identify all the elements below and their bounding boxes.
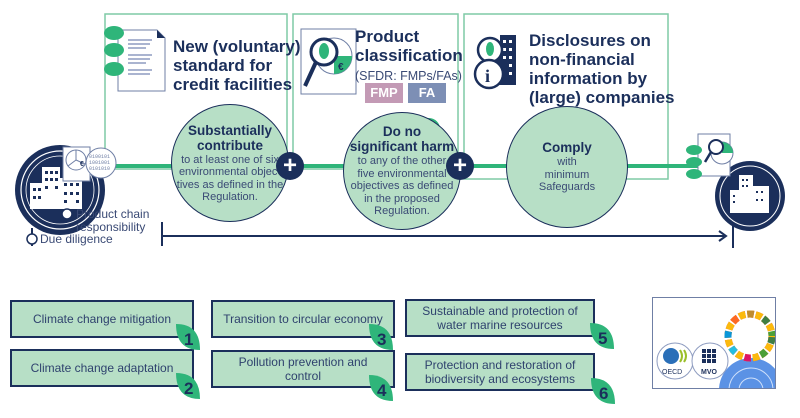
objective-number: 5	[598, 329, 608, 348]
objective-6: Protection and restoration of biodiversi…	[405, 353, 595, 391]
leaf-icon	[369, 375, 393, 401]
svg-text:€: €	[80, 161, 84, 168]
objective-3: Transition to circular economy	[211, 300, 395, 338]
criterion-do-no-significant-harm: Do no significant harm to any of the oth…	[343, 112, 461, 230]
leaf-icon	[369, 324, 393, 350]
criterion-title: significant harm	[349, 139, 455, 155]
report-pie-icon: €	[62, 146, 91, 182]
objective-leaf-4: 4	[367, 373, 395, 403]
objective-leaf-1: 1	[174, 322, 202, 352]
end-report-magnifier-icon	[697, 133, 734, 177]
objective-4: Pollution prevention and control	[211, 350, 395, 388]
criterion-title: contribute	[197, 137, 263, 153]
plus-operator-2: +	[446, 152, 474, 180]
objective-2: Climate change adaptation	[10, 349, 194, 387]
binary-globe-icon: 0100101 1001001 0101010	[85, 147, 117, 179]
objective-leaf-2: 2	[174, 371, 202, 401]
column-3-title: Disclosures on non-financial information…	[529, 31, 675, 107]
criterion-description-line: objectives as defined	[350, 180, 454, 193]
column-1-title-line: standard for	[173, 56, 273, 75]
criterion-description-line: to at least one of six	[181, 153, 279, 166]
column-3-title-line: non-financial	[529, 50, 635, 69]
un-emblem-icon	[719, 358, 775, 388]
due-diligence-label: Due diligence	[40, 232, 113, 246]
criterion-description-line: environmental objec-	[178, 166, 282, 178]
criterion-title: Substantially	[187, 122, 273, 138]
tag-fa: FA	[408, 83, 446, 103]
leaf-icon	[176, 373, 200, 399]
svg-text:0101010: 0101010	[89, 166, 110, 172]
criterion-substantially-contribute: Substantially contribute to at least one…	[171, 104, 289, 222]
end-leaves-icon	[686, 145, 702, 179]
svg-text:0100101: 0100101	[89, 154, 110, 160]
column-3-title-line: (large) companies	[529, 88, 675, 107]
svg-text:€: €	[338, 62, 344, 73]
column-2-title-line: Product	[355, 27, 420, 46]
svg-text:i: i	[485, 66, 490, 86]
column-3-title-line: Disclosures on	[529, 31, 651, 50]
magnifier-report-icon: €	[300, 28, 357, 95]
objective-5: Sustainable and protection of water mari…	[405, 299, 595, 337]
criterion-description: to any of the other five environmental o…	[351, 155, 454, 218]
criterion-description-line: minimum	[544, 168, 590, 181]
objective-number: 2	[184, 379, 194, 398]
end-building-badge	[715, 161, 785, 231]
leaf-icon	[590, 323, 614, 349]
column-1-title-line: credit facilities	[173, 75, 293, 94]
criterion-description-line: with	[557, 156, 577, 169]
objective-number: 3	[377, 330, 387, 349]
leaf-icon	[176, 324, 200, 350]
column-3-title-line: information by	[529, 69, 648, 88]
product-chain-node	[61, 208, 73, 220]
objective-number: 6	[599, 384, 609, 403]
product-chain-label-line: Product chain	[76, 207, 150, 221]
criterion-description-line: tives as defined in the	[176, 178, 284, 191]
tag-fmp: FMP	[365, 83, 403, 103]
criterion-description-line: Safeguards	[538, 181, 596, 194]
objective-leaf-6: 6	[589, 376, 617, 406]
product-chain-label: Product chain responsibility	[76, 208, 149, 234]
timeline-arrowhead	[718, 230, 728, 242]
column-2-subtitle: (SFDR: FMPs/FAs)	[355, 69, 462, 83]
plus-operator-1: +	[276, 152, 304, 180]
info-buildings-icon: i	[473, 35, 516, 90]
document-leaves-icon	[104, 26, 166, 92]
criterion-description-line: to any of the other	[357, 155, 447, 168]
objective-leaf-5: 5	[588, 321, 616, 351]
objective-1: Climate change mitigation	[10, 300, 194, 338]
standards-logos: OECD MVO	[652, 297, 776, 389]
criterion-description: with minimum Safeguards	[539, 156, 595, 194]
objective-leaf-3: 3	[367, 322, 395, 352]
criterion-title: Do no	[382, 124, 422, 140]
criterion-description: to at least one of six environmental obj…	[177, 154, 283, 204]
objective-number: 4	[377, 381, 387, 400]
sdg-wheel-icon	[724, 310, 775, 362]
svg-text:OECD: OECD	[662, 369, 682, 376]
criterion-comply-safeguards: Comply with minimum Safeguards	[506, 106, 628, 228]
criterion-title: Comply	[542, 140, 592, 156]
criterion-description-line: Regulation.	[202, 191, 258, 203]
column-1-title-line: New (voluntary)	[173, 37, 301, 56]
logos-graphic: OECD MVO	[656, 310, 775, 388]
criterion-description-line: five environmental	[357, 167, 447, 180]
column-1-title: New (voluntary) standard for credit faci…	[173, 37, 301, 94]
mvo-logo: MVO	[691, 342, 729, 380]
leaf-icon	[591, 378, 615, 404]
oecd-logo: OECD	[656, 342, 694, 380]
column-2-title: Product classification	[355, 27, 463, 65]
product-chain-label-line: responsibility	[76, 220, 146, 234]
svg-text:1001001: 1001001	[89, 160, 110, 166]
criterion-description-line: in the proposed	[364, 192, 440, 205]
column-2-title-line: classification	[355, 46, 463, 65]
due-diligence-node	[26, 233, 38, 245]
objective-number: 1	[184, 330, 194, 349]
criterion-description-line: Regulation.	[374, 205, 430, 218]
svg-text:MVO: MVO	[701, 369, 718, 376]
